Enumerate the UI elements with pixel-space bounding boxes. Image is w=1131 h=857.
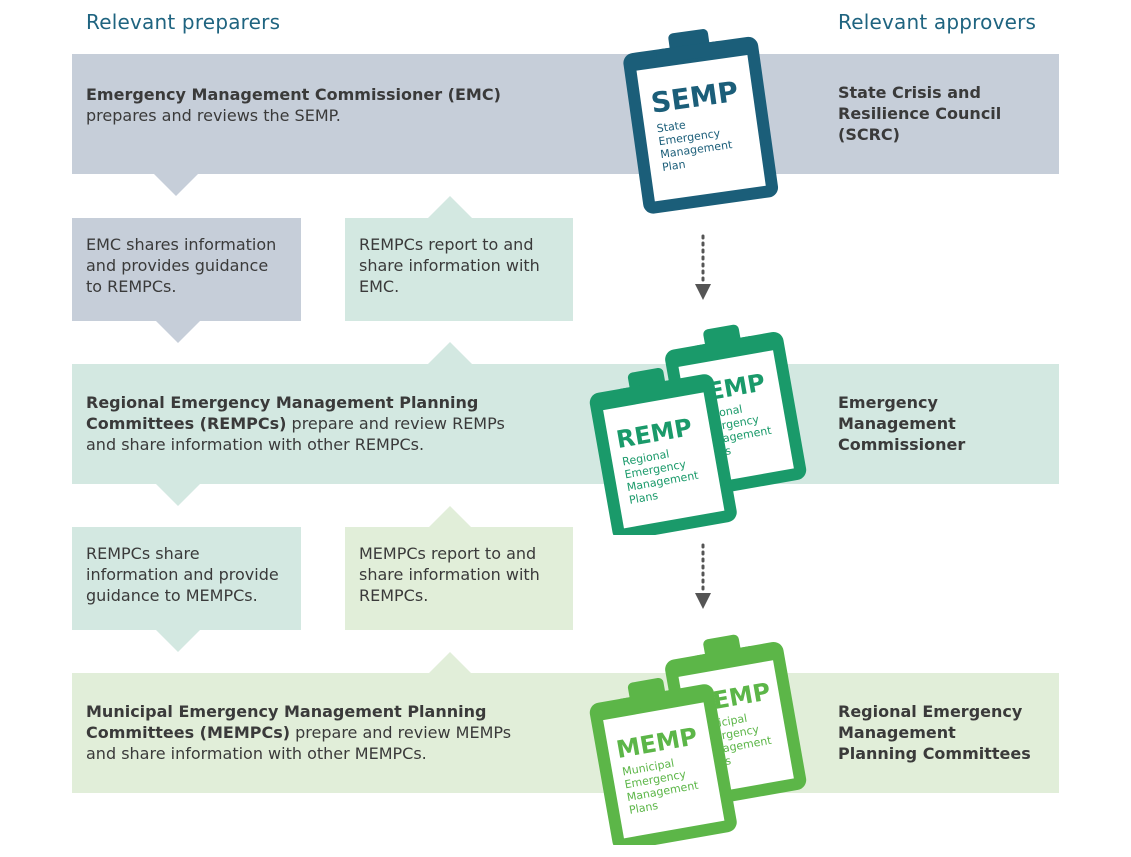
memp-front-line4: Plans	[628, 799, 659, 817]
semp-approver: State Crisis and Resilience Council (SCR…	[838, 83, 1002, 144]
rempc-guidance-box: REMPCs share information and provide gui…	[72, 527, 301, 630]
preparers-heading: Relevant preparers	[86, 10, 281, 34]
semp-band	[72, 54, 1059, 174]
semp-preparer-text: Emergency Management Commissioner (EMC) …	[86, 85, 501, 125]
rempc-report-box: REMPCs report to and share information w…	[345, 218, 573, 321]
memp-approver: Regional Emergency Management Planning C…	[838, 702, 1031, 763]
box3-down-arrow	[156, 630, 200, 652]
dotted-arrow-2	[695, 543, 711, 609]
band2-down-arrow	[156, 484, 200, 506]
remp-front-line4: Plans	[628, 489, 659, 507]
semp-clipboard-icon: SEMP State Emergency Management Plan	[623, 29, 779, 214]
mempc-report-box: MEMPCs report to and share information w…	[345, 527, 573, 630]
memp-preparer-text: Municipal Emergency Management Planning …	[86, 702, 512, 763]
box4-up-arrow	[428, 506, 472, 528]
box1-down-arrow	[156, 321, 200, 343]
remp-approver: Emergency Management Commissioner	[838, 393, 966, 454]
approvers-heading: Relevant approvers	[838, 10, 1037, 34]
dotted-arrow-1	[695, 234, 711, 300]
box2-up-arrow	[428, 196, 472, 218]
band2-up-arrow	[428, 342, 472, 364]
semp-line1: State	[656, 118, 687, 135]
remp-band	[72, 364, 1059, 484]
remp-preparer-text: Regional Emergency Management Planning C…	[86, 393, 505, 454]
band3-up-arrow	[428, 652, 472, 674]
band1-down-arrow	[154, 174, 198, 196]
emc-guidance-box: EMC shares information and provides guid…	[72, 218, 301, 321]
remp-clipboards-icon: REMP Regional Emergency Management Plans…	[589, 324, 807, 535]
semp-line4: Plan	[661, 158, 686, 174]
memp-clipboards-icon: MEMP Municipal Emergency Management Plan…	[589, 634, 807, 845]
memp-band	[72, 673, 1059, 793]
